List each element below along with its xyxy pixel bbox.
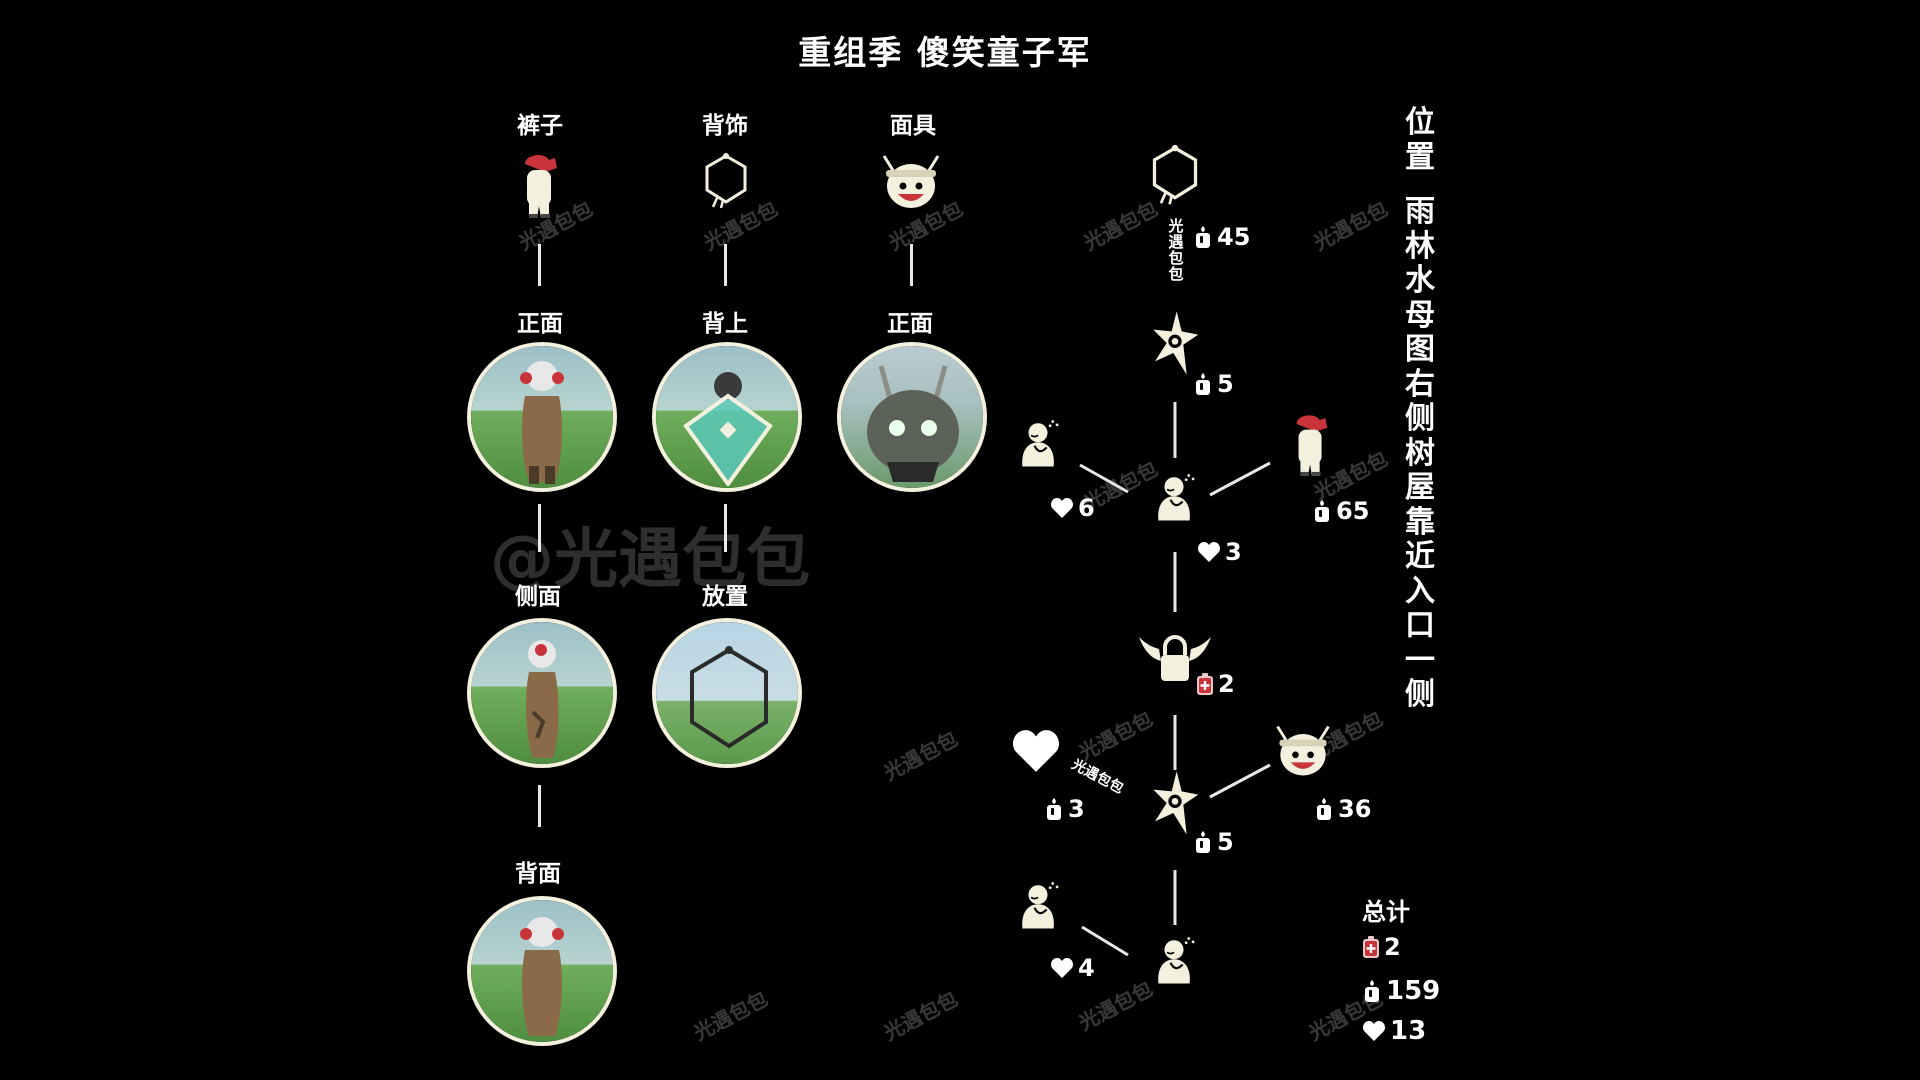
ticket-icon [1362, 935, 1380, 959]
big-watermark: @光遇包包 [490, 523, 810, 597]
node3-cost: 5 [1193, 828, 1234, 856]
candle-icon [1314, 797, 1334, 821]
ticket-icon [1196, 672, 1214, 696]
right-b-cost: 36 [1314, 795, 1371, 823]
totals-label: 总计 [1362, 898, 1410, 926]
view-label-cape-placed: 放置 [702, 584, 748, 610]
preview-pants-side[interactable] [467, 618, 617, 768]
connector-line [724, 244, 727, 286]
hex-cape-icon [701, 150, 751, 210]
node2-cost: 5 [1193, 370, 1234, 398]
preview-pants-back[interactable] [467, 896, 617, 1046]
node1-cost: 45 [1193, 223, 1250, 251]
star-emote-icon[interactable] [1150, 308, 1200, 378]
heart-icon [1362, 1020, 1386, 1042]
total-candles: 159 [1362, 976, 1440, 1006]
heart-icon [1197, 541, 1221, 563]
view-label-pants-front: 正面 [517, 311, 563, 337]
mask-icon[interactable] [1270, 722, 1336, 780]
left-c-cost: 4 [1050, 954, 1095, 982]
total-hearts: 13 [1362, 1016, 1426, 1046]
spirit-emote-icon[interactable] [1012, 880, 1064, 932]
candle-icon [1193, 225, 1213, 249]
watermark: 光遇包包 [879, 726, 962, 786]
column-label-pants: 裤子 [517, 113, 563, 139]
connector-line [538, 504, 541, 552]
preview-cape-back[interactable] [652, 342, 802, 492]
spirit-emote-icon[interactable] [1148, 935, 1200, 987]
connector-line [910, 244, 913, 286]
center-a-cost: 3 [1197, 538, 1242, 566]
heart-icon [1050, 497, 1074, 519]
candle-icon [1312, 499, 1332, 523]
total-tickets: 2 [1362, 933, 1401, 961]
watermark: 光遇包包 [689, 986, 772, 1046]
spirit-emote-icon[interactable] [1012, 418, 1064, 470]
preview-cape-placed[interactable] [652, 618, 802, 768]
preview-mask-front[interactable] [837, 342, 987, 492]
heart-icon[interactable] [1010, 728, 1062, 774]
preview-pants-front[interactable] [467, 342, 617, 492]
connector-line [724, 504, 727, 552]
right-a-cost: 65 [1312, 497, 1369, 525]
candle-icon [1044, 797, 1064, 821]
view-label-pants-side: 侧面 [515, 584, 561, 610]
spirit-emote-icon[interactable] [1148, 472, 1200, 524]
location-text: 位置 雨林水母图右侧树屋靠近入口一侧 [1405, 105, 1435, 712]
left-a-cost: 6 [1050, 494, 1095, 522]
tree-connectors [1079, 402, 1271, 957]
connector-line [538, 244, 541, 286]
vertical-watermark: 光遇包包 [1168, 217, 1184, 283]
lock-cost: 2 [1196, 670, 1235, 698]
hex-cape-icon[interactable] [1148, 140, 1202, 208]
pants-icon[interactable] [1287, 412, 1335, 480]
candle-icon [1193, 372, 1213, 396]
page-title: 重组季 傻笑童子军 [798, 33, 1092, 72]
column-label-back-accessory: 背饰 [702, 113, 748, 139]
view-label-mask-front: 正面 [887, 311, 933, 337]
view-label-cape-back: 背上 [702, 311, 748, 337]
candle-icon [1362, 979, 1382, 1003]
candle-icon [1193, 830, 1213, 854]
column-label-mask: 面具 [890, 113, 936, 139]
watermark: 光遇包包 [879, 986, 962, 1046]
connector-line [538, 785, 541, 827]
left-b-cost: 3 [1044, 795, 1085, 823]
view-label-pants-back: 背面 [515, 861, 561, 887]
heart-icon [1050, 957, 1074, 979]
